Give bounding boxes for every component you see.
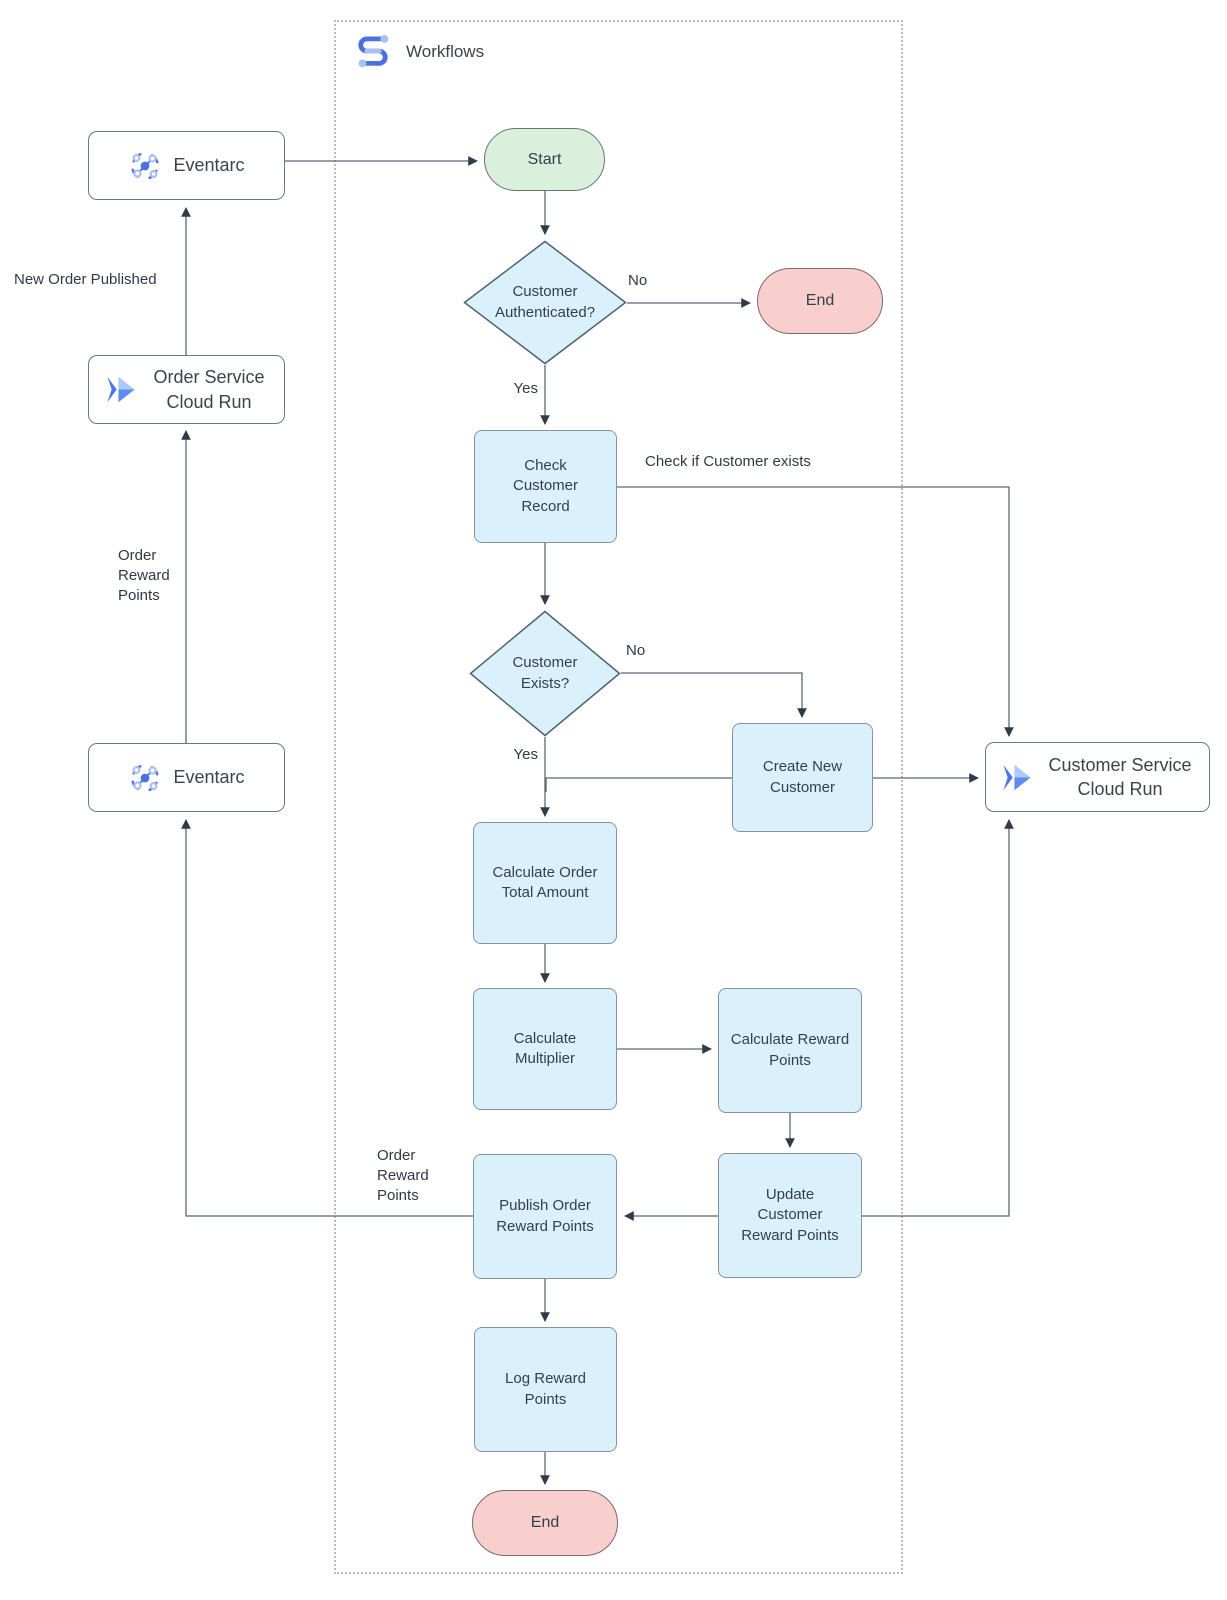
node-label: Update Customer Reward Points — [741, 1186, 839, 1244]
node-label: End — [530, 1514, 560, 1532]
eventarc-icon — [131, 764, 159, 791]
node-update-customer-reward-points[interactable]: Update Customer Reward Points — [718, 1153, 862, 1278]
edge-label-order-reward-points-left: Order Reward Points — [118, 547, 170, 604]
node-label: Calculate Multiplier — [513, 1029, 577, 1067]
node-eventarc-bottom[interactable]: Eventarc — [88, 743, 285, 812]
node-label: Customer Exists? — [512, 654, 578, 692]
node-label: Eventarc — [173, 767, 245, 788]
node-end-bottom[interactable]: End — [472, 1490, 618, 1556]
node-end-top[interactable]: End — [757, 268, 883, 334]
node-check-customer-record[interactable]: Check Customer Record — [474, 430, 617, 543]
node-log-reward-points[interactable]: Log Reward Points — [474, 1327, 617, 1452]
cloud-run-icon — [107, 376, 135, 403]
workflows-title: Workflows — [352, 30, 484, 74]
edge-label-yes-exists: Yes — [513, 746, 538, 763]
node-label: Calculate Reward Points — [730, 1031, 850, 1069]
node-label: Start — [527, 150, 562, 168]
node-label: Customer Service Cloud Run — [1048, 754, 1192, 799]
node-order-service-cloud-run[interactable]: Order Service Cloud Run — [88, 355, 285, 424]
edge-label-no-exists: No — [626, 642, 646, 659]
node-label: End — [805, 292, 835, 310]
workflows-icon — [358, 34, 389, 68]
node-publish-order-reward-points[interactable]: Publish Order Reward Points — [473, 1154, 617, 1279]
node-label: Check Customer Record — [512, 457, 579, 515]
edge-label-check-if-customer-exists: Check if Customer exists — [645, 453, 811, 470]
cloud-run-icon — [1003, 764, 1031, 790]
edge-label-no-authenticated: No — [628, 272, 648, 289]
node-label: Calculate Order Total Amount — [492, 863, 598, 901]
node-calculate-reward-points[interactable]: Calculate Reward Points — [718, 988, 862, 1113]
node-label: Eventarc — [173, 155, 245, 176]
workflows-title-label: Workflows — [406, 42, 485, 61]
edge-label-yes-authenticated: Yes — [513, 380, 538, 397]
node-customer-exists[interactable]: Customer Exists? — [469, 610, 621, 737]
diamond-shape — [463, 240, 627, 365]
edge-label-new-order-published: New Order Published — [14, 271, 157, 288]
eventarc-icon — [131, 152, 159, 179]
node-customer-service-cloud-run[interactable]: Customer Service Cloud Run — [985, 742, 1210, 812]
node-customer-authenticated[interactable]: Customer Authenticated? — [463, 240, 627, 365]
node-label: Customer Authenticated? — [494, 283, 596, 321]
node-calculate-multiplier[interactable]: Calculate Multiplier — [473, 988, 617, 1110]
node-eventarc-top[interactable]: Eventarc — [88, 131, 285, 200]
node-label: Publish Order Reward Points — [496, 1197, 594, 1235]
node-create-new-customer[interactable]: Create New Customer — [732, 723, 873, 832]
node-calculate-order-total[interactable]: Calculate Order Total Amount — [473, 822, 617, 944]
node-label: Log Reward Points — [505, 1370, 586, 1408]
node-start[interactable]: Start — [484, 128, 605, 191]
node-label: Order Service Cloud Run — [153, 367, 265, 412]
edge-label-order-reward-points-bottom: Order Reward Points — [377, 1147, 429, 1204]
diamond-shape — [469, 610, 621, 737]
workflows-container — [334, 20, 903, 1574]
node-label: Create New Customer — [762, 758, 843, 796]
